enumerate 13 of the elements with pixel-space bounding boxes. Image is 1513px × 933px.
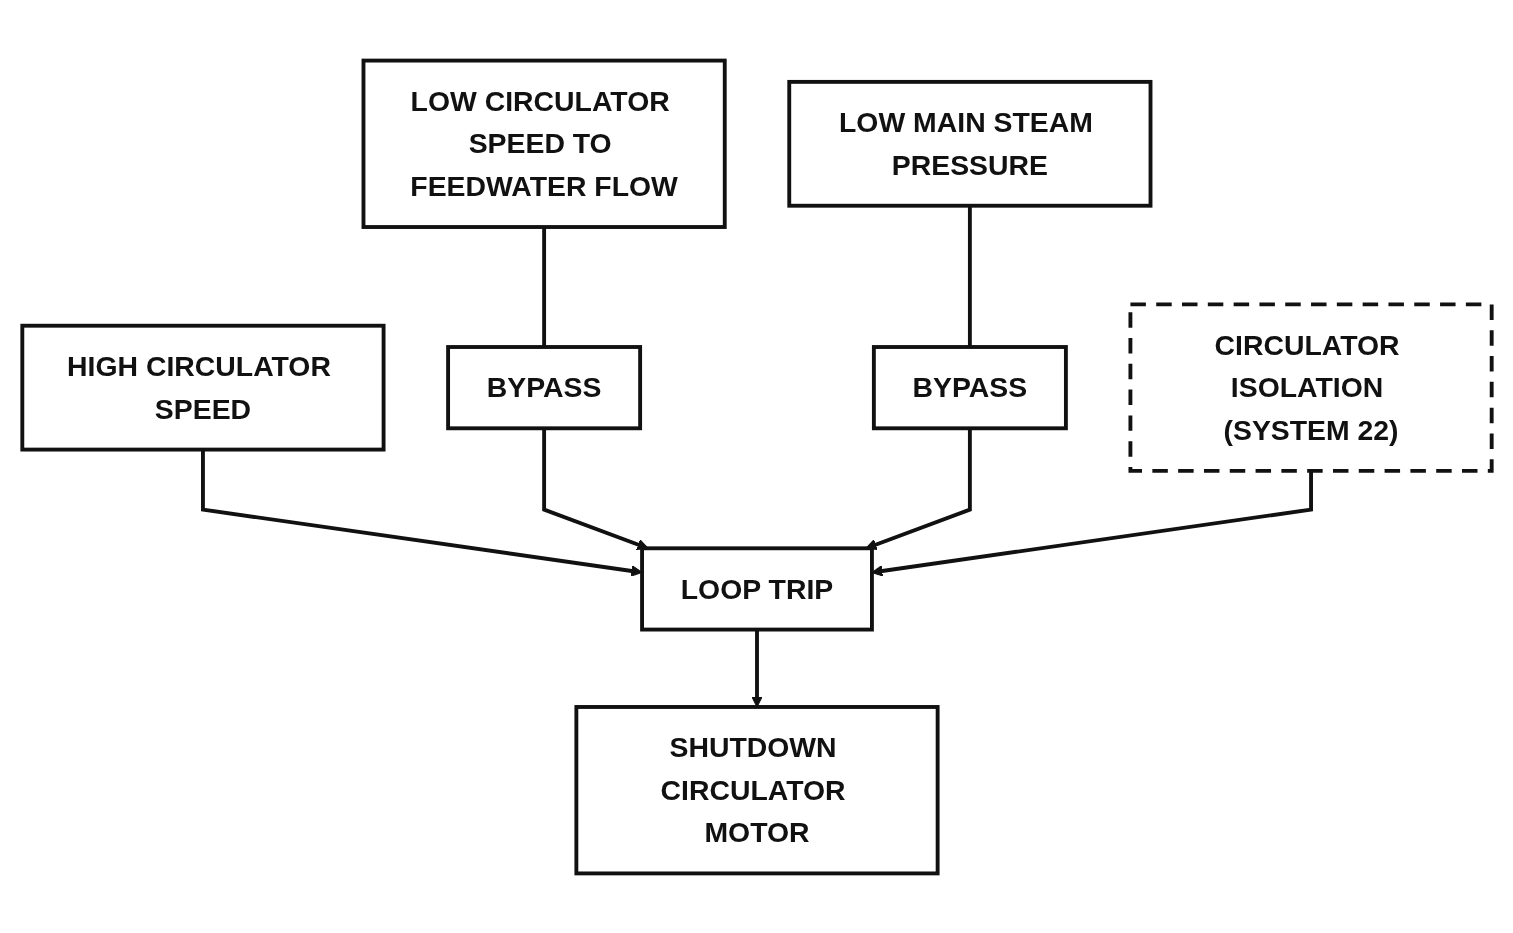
connector: [967, 205, 972, 347]
node-box: CIRCULATOR ISOLATION (SYSTEM 22): [1128, 302, 1494, 473]
node-box: BYPASS: [445, 344, 642, 430]
connector: [541, 226, 546, 347]
node-box: LOOP TRIP: [639, 545, 874, 631]
arrow: [865, 427, 972, 550]
arrow: [541, 427, 648, 550]
arrow: [750, 629, 763, 707]
node-box: LOW MAIN STEAM PRESSURE: [786, 79, 1152, 208]
node-box: SHUTDOWN CIRCULATOR MOTOR: [573, 704, 940, 875]
node-box: LOW CIRCULATOR SPEED TO FEEDWATER FLOW: [361, 58, 727, 229]
node-box: BYPASS: [871, 344, 1068, 430]
node-box: HIGH CIRCULATOR SPEED: [19, 323, 385, 451]
